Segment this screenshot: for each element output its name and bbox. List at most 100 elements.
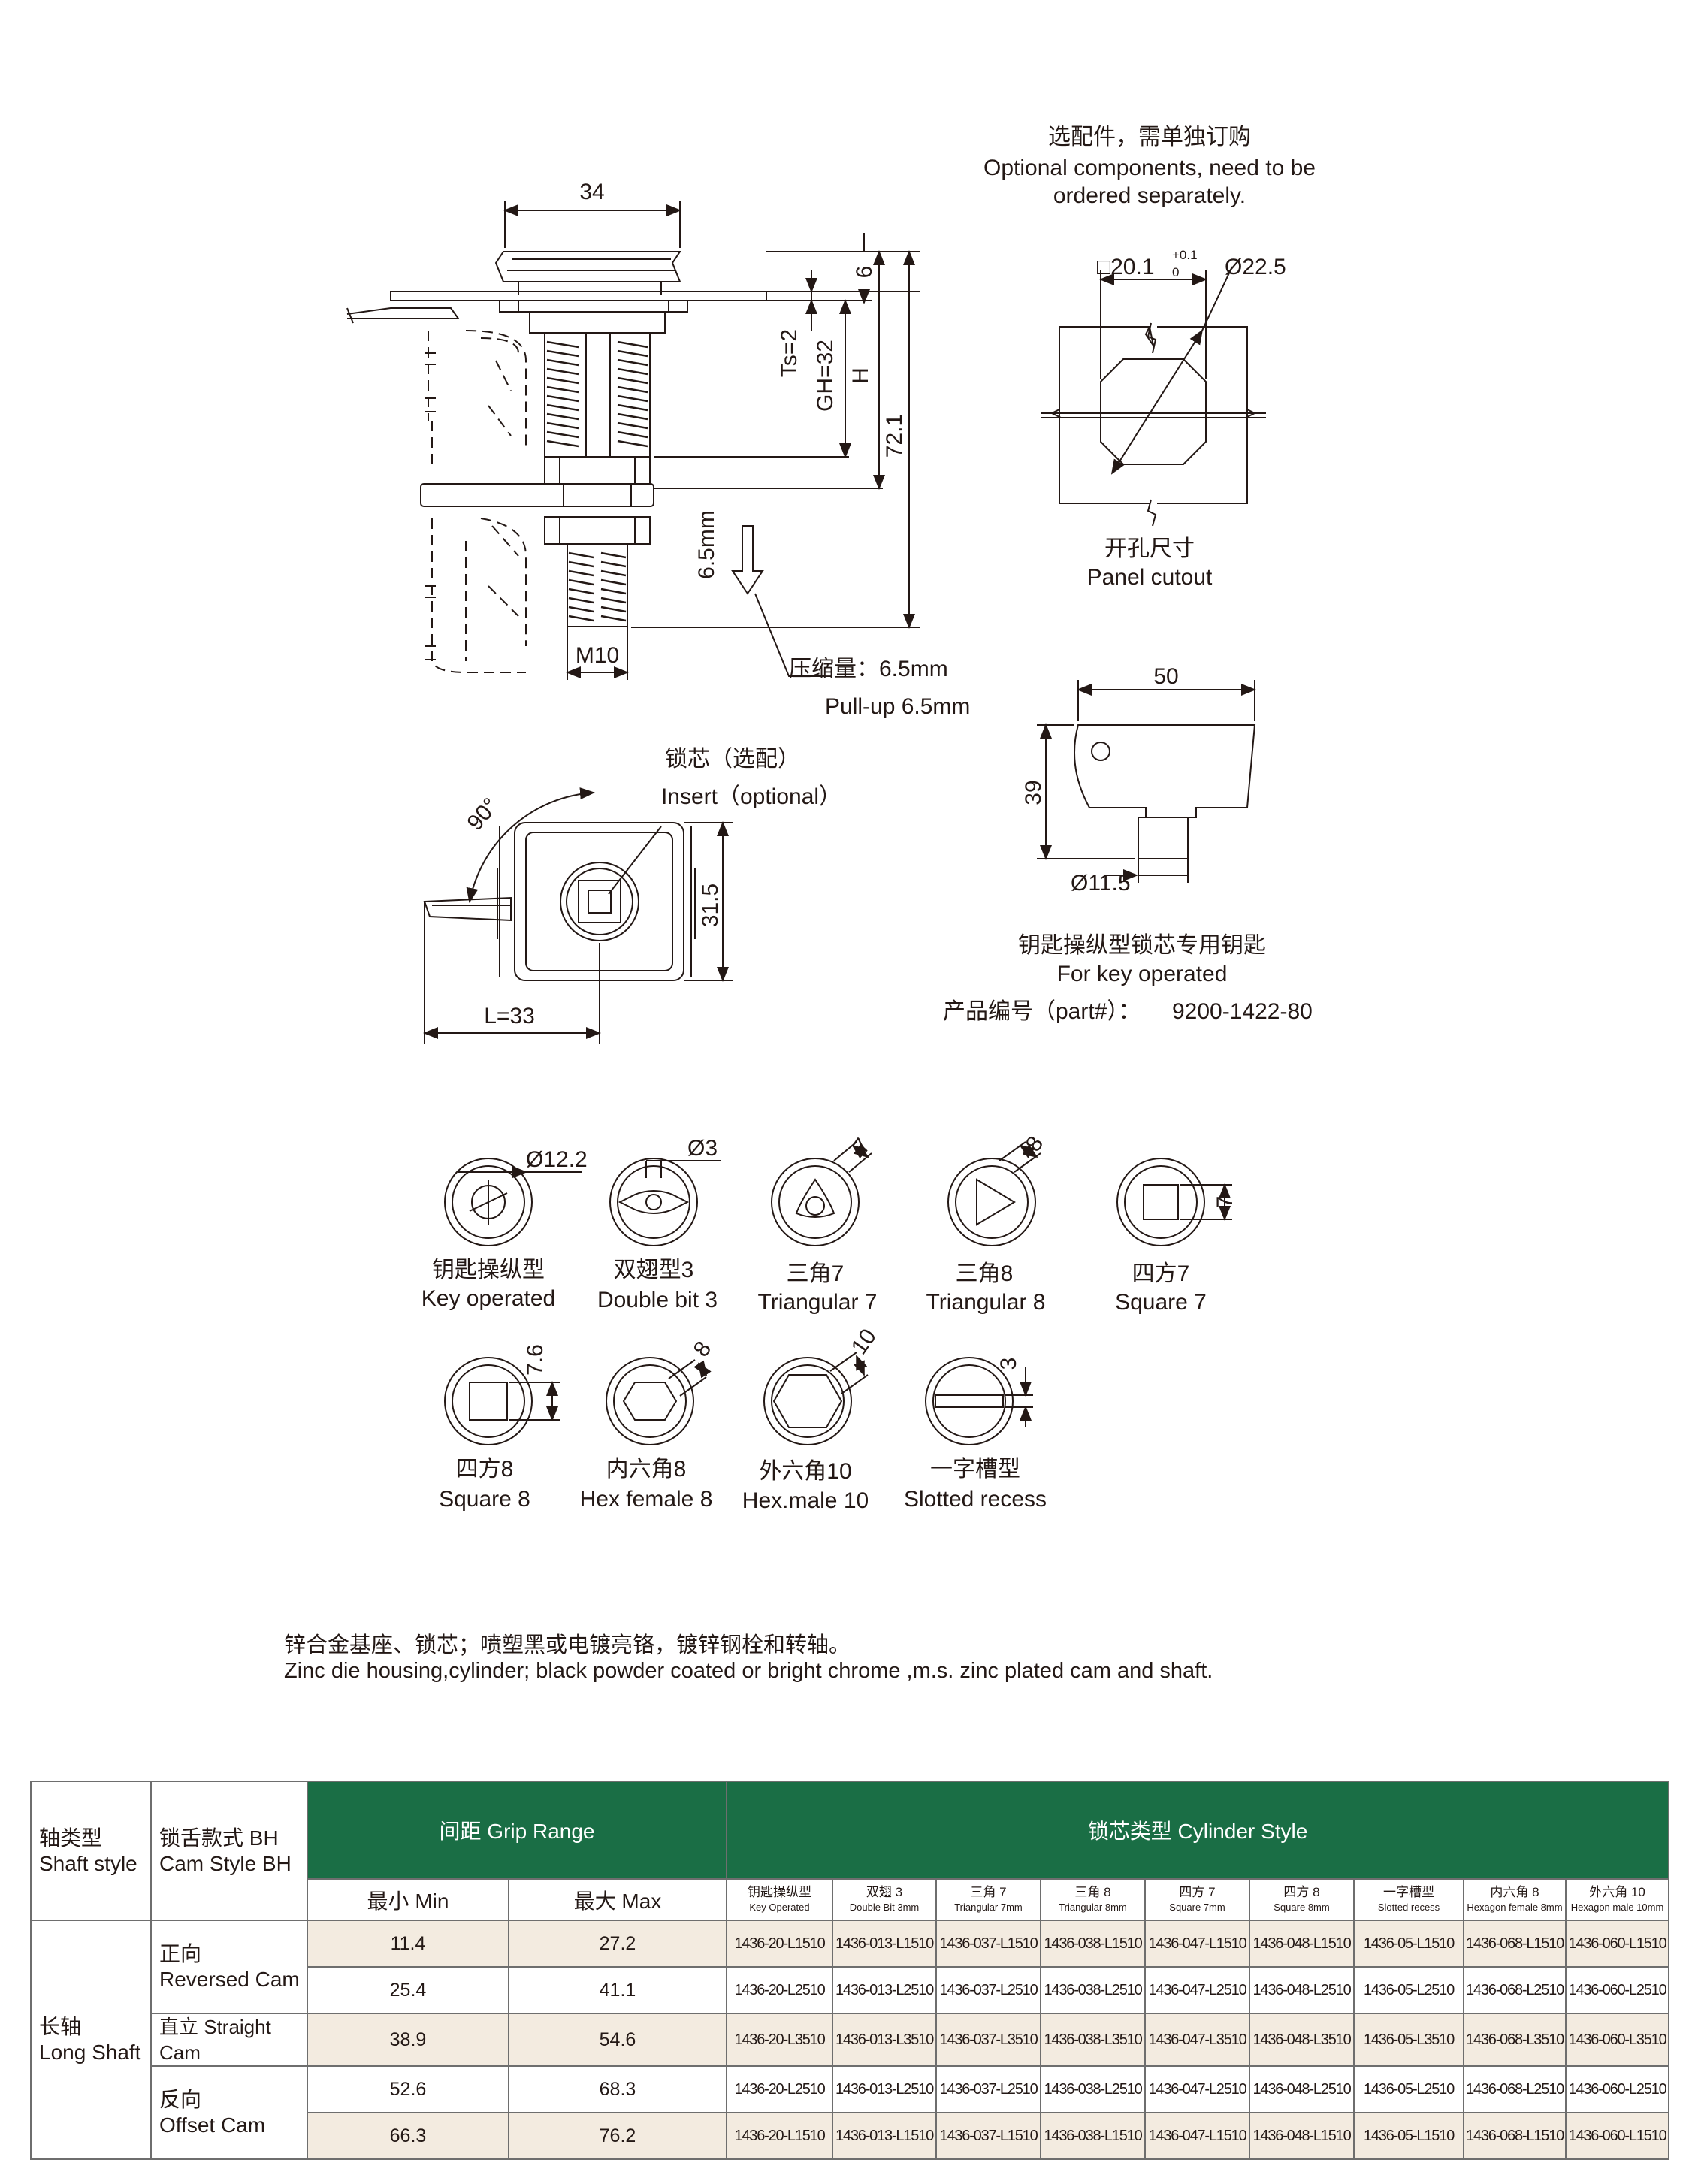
cell-part: 1436-05-L1510 [1353,1920,1464,1968]
insert-label-slot-zh: 一字槽型 [930,1457,1020,1482]
insert-icon-hex-male [763,1352,869,1445]
cell-part: 1436-20-L2510 [726,2065,833,2113]
cell-part: 1436-060-L2510 [1564,1966,1670,2014]
insert-icon-square-7 [1116,1158,1232,1246]
cell-part: 1436-20-L3510 [726,2013,833,2067]
dim-gh: GH=32 [813,340,838,412]
insert-label-slot-en: Slotted recess [904,1487,1047,1512]
cell-min: 38.9 [307,2013,509,2067]
cell-part: 1436-048-L3510 [1249,2013,1355,2067]
panel-cutout-drawing [1041,266,1266,527]
cell-part: 1436-038-L2510 [1040,1966,1146,2014]
cell-max: 27.2 [508,1920,727,1968]
cell-part: 1436-20-L1510 [726,1920,833,1968]
insert-label-tri8-en: Triangular 8 [926,1290,1046,1315]
dim-31-5: 31.5 [698,884,723,927]
cell-part: 1436-20-L1510 [726,2112,833,2160]
latch-top-view [423,787,733,1044]
cell-part: 1436-013-L1510 [832,2112,937,2160]
insert-label-double-zh: 双翅型3 [614,1258,694,1282]
cutout-tol-up: +0.1 [1172,248,1198,262]
cell-min: 66.3 [307,2112,509,2160]
cell-part: 1436-068-L1510 [1463,2112,1567,2160]
cell-part: 1436-037-L1510 [935,1920,1041,1968]
material-note-en: Zinc die housing,cylinder; black powder … [284,1659,1213,1683]
cell-max: 54.6 [508,2013,727,2067]
cell-part: 1436-038-L1510 [1040,1920,1146,1968]
cell-part: 1436-038-L3510 [1040,2013,1146,2067]
insert-label-sq7-en: Square 7 [1115,1290,1207,1315]
cell-part: 1436-20-L2510 [726,1966,833,2014]
dim-72-1: 72.1 [882,414,907,458]
insert-icon-slotted [925,1357,1033,1445]
cell-part: 1436-048-L1510 [1249,1920,1355,1968]
insert-dim-double: Ø3 [687,1136,718,1161]
insert-zh: 锁芯（选配） [665,747,800,772]
insert-icon-triangular-8 [947,1141,1041,1246]
insert-dim-hexf: 8 [689,1337,717,1361]
insert-dim-slot: 3 [996,1358,1021,1370]
key-dim-39: 39 [1021,780,1046,805]
cam-straight: 直立 Straight Cam [150,2013,308,2067]
cell-part: 1436-05-L1510 [1353,2112,1464,2160]
header-grip-range: 间距 Grip Range [307,1781,727,1880]
dim-l33: L=33 [484,1004,535,1029]
insert-dim-hexm: 10 [847,1325,881,1359]
key-dim-50: 50 [1153,664,1178,689]
cell-part: 1436-047-L1510 [1144,2112,1250,2160]
cell-max: 68.3 [508,2065,727,2113]
insert-label-double-en: Double bit 3 [597,1288,718,1313]
insert-icon-key [444,1158,582,1246]
dim-m10: M10 [576,643,619,668]
insert-label-hexm-zh: 外六角10 [759,1459,851,1484]
cell-part: 1436-047-L1510 [1144,1920,1250,1968]
insert-en: Insert（optional） [661,784,841,809]
latch-side-view [346,201,920,680]
dim-6: 6 [852,266,877,279]
material-note-zh: 锌合金基座、锁芯；喷塑黑或电镀亮铬，镀锌钢栓和转轴。 [284,1633,851,1657]
insert-icon-triangular-7 [771,1141,872,1246]
cutout-sq: □20.1 [1097,255,1155,279]
cell-part: 1436-060-L1510 [1564,2112,1670,2160]
cell-part: 1436-068-L1510 [1463,1920,1567,1968]
insert-dim-sq8: 7.6 [523,1344,548,1376]
cell-part: 1436-068-L2510 [1463,1966,1567,2014]
cell-part: 1436-038-L2510 [1040,2065,1146,2113]
cell-part: 1436-013-L2510 [832,2065,937,2113]
cell-part: 1436-013-L2510 [832,1966,937,2014]
cell-part: 1436-037-L3510 [935,2013,1041,2067]
key-part-label: 产品编号（part#）： [943,999,1141,1024]
table-row: 直立 Straight Cam 38.9 54.6 1436-20-L3510 … [31,2013,1670,2067]
key-drawing [1037,680,1256,883]
insert-label-hexf-en: Hex female 8 [580,1487,713,1512]
cell-part: 1436-05-L3510 [1353,2013,1464,2067]
cell-part: 1436-047-L2510 [1144,2065,1250,2113]
table-row: 25.4 41.1 1436-20-L2510 1436-013-L2510 1… [31,1966,1670,2014]
table-row: 66.3 76.2 1436-20-L1510 1436-013-L1510 1… [31,2112,1670,2160]
cell-part: 1436-060-L3510 [1564,2013,1670,2067]
insert-dim-key: Ø12.2 [526,1147,588,1172]
cell-part: 1436-037-L2510 [935,1966,1041,2014]
cell-min: 11.4 [307,1920,509,1968]
optional-en-2: ordered separately. [1053,183,1246,208]
insert-label-sq8-en: Square 8 [439,1487,530,1512]
cell-part: 1436-048-L1510 [1249,2112,1355,2160]
key-dim-115: Ø11.5 [1071,871,1131,896]
pullup-en: Pull-up 6.5mm [825,694,970,719]
key-part-no: 9200-1422-80 [1172,999,1313,1024]
insert-label-sq7-zh: 四方7 [1132,1261,1190,1286]
dim-90: 90° [462,793,503,835]
insert-label-tri7-en: Triangular 7 [758,1290,878,1315]
dim-6-5mm: 6.5mm [694,510,719,579]
